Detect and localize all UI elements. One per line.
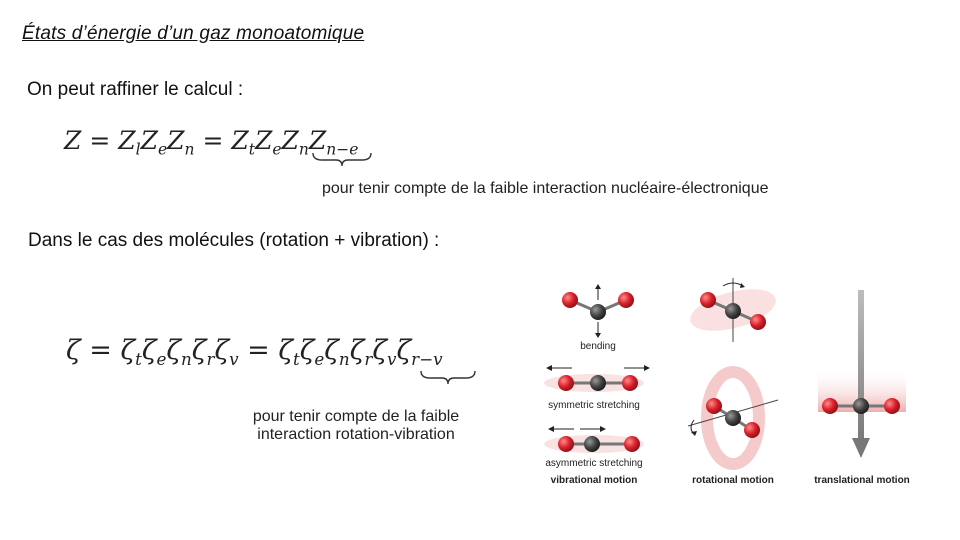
eq2-subscript: r bbox=[206, 348, 215, 369]
oxygen-atom bbox=[618, 292, 634, 308]
caption-translational-motion: translational motion bbox=[814, 475, 910, 486]
eq2-term: ζv bbox=[214, 335, 239, 369]
eq2-term: ζe bbox=[299, 335, 325, 369]
eq1-subscript: n−e bbox=[326, 140, 359, 159]
eq2-subscript: r bbox=[364, 348, 373, 369]
equation-2: ζ = ζtζeζnζrζv = ζtζeζnζrζvζr−v bbox=[66, 335, 443, 369]
eq2-term: ζr−v bbox=[396, 335, 443, 369]
eq1-equals-1: = bbox=[89, 126, 111, 155]
label-symmetric-stretching: symmetric stretching bbox=[548, 400, 640, 411]
eq1-subscript: e bbox=[272, 140, 282, 159]
eq1-term: Zn−e bbox=[308, 126, 359, 159]
equation-1: Z = ZlZeZn = ZtZeZnZn−e bbox=[64, 126, 358, 158]
eq1-symbol: Z bbox=[231, 126, 249, 155]
eq1-middle: ZlZeZn bbox=[118, 126, 195, 159]
translational-molecule bbox=[818, 290, 906, 458]
eq1-term: Zl bbox=[118, 126, 141, 159]
eq2-subscript: n bbox=[181, 348, 192, 369]
eq2-subscript: e bbox=[156, 348, 167, 369]
eq2-subscript: t bbox=[135, 348, 142, 369]
eq1-term: Zn bbox=[167, 126, 195, 159]
eq2-symbol: ζ bbox=[120, 335, 136, 366]
caption-rotational-motion: rotational motion bbox=[692, 475, 774, 486]
eq2-term: ζt bbox=[278, 335, 300, 369]
eq1-term: Ze bbox=[140, 126, 168, 159]
eq1-subscript: t bbox=[248, 140, 255, 159]
eq1-symbol: Z bbox=[140, 126, 158, 155]
eq2-underbrace bbox=[420, 370, 476, 385]
eq1-symbol: Z bbox=[118, 126, 136, 155]
eq1-subscript: e bbox=[157, 140, 168, 159]
eq2-lhs: ζ bbox=[66, 335, 81, 366]
label-asymmetric-stretching: asymmetric stretching bbox=[545, 458, 642, 469]
eq2-equals-1: = bbox=[89, 335, 112, 366]
eq2-symbol: ζ bbox=[191, 335, 207, 366]
eq2-term: ζr bbox=[349, 335, 373, 369]
eq2-subscript: v bbox=[386, 348, 397, 369]
eq1-lhs: Z bbox=[64, 126, 82, 155]
eq2-symbol: ζ bbox=[299, 335, 315, 366]
eq2-subscript: t bbox=[293, 348, 300, 369]
eq2-subscript: r−v bbox=[411, 348, 443, 369]
eq2-right: ζtζeζnζrζv bbox=[278, 335, 397, 369]
eq1-subscript: n bbox=[184, 140, 195, 159]
caption-vibrational-motion: vibrational motion bbox=[551, 475, 638, 486]
eq2-note: pour tenir compte de la faible interacti… bbox=[234, 408, 478, 444]
eq2-symbol: ζ bbox=[141, 335, 157, 366]
molecules-heading: Dans le cas des molécules (rotation + vi… bbox=[28, 230, 440, 251]
eq2-middle: ζtζeζnζrζv bbox=[120, 335, 239, 369]
eq1-term: Zt bbox=[231, 126, 255, 159]
eq1-symbol: Z bbox=[254, 126, 273, 155]
eq2-term: ζr bbox=[191, 335, 215, 369]
eq1-underbrace bbox=[312, 152, 372, 167]
eq1-subscript: l bbox=[135, 140, 141, 159]
eq2-term: ζt bbox=[120, 335, 142, 369]
rotational-molecule-bottom bbox=[687, 366, 779, 470]
eq1-extra-term: Zn−e bbox=[308, 126, 359, 159]
eq1-equals-2: = bbox=[202, 126, 224, 155]
eq2-note-line-2: interaction rotation-vibration bbox=[257, 426, 455, 443]
eq1-subscript: n bbox=[298, 140, 309, 159]
oxygen-atom bbox=[562, 292, 578, 308]
symmetric-molecule bbox=[544, 365, 650, 392]
bending-molecule bbox=[562, 284, 634, 338]
eq2-subscript: n bbox=[338, 348, 350, 369]
carbon-atom bbox=[590, 304, 606, 320]
rotational-molecule-top bbox=[690, 278, 776, 342]
eq1-note: pour tenir compte de la faible interacti… bbox=[322, 180, 769, 197]
slide-title: États d’énergie d’un gaz monoatomique bbox=[22, 23, 365, 44]
eq2-term: ζv bbox=[372, 335, 397, 369]
eq2-symbol: ζ bbox=[214, 335, 230, 366]
eq2-subscript: v bbox=[229, 348, 239, 369]
eq1-term: Zn bbox=[281, 126, 309, 159]
eq2-term: ζn bbox=[166, 335, 192, 369]
eq2-equals-2: = bbox=[247, 335, 270, 366]
eq1-symbol: Z bbox=[167, 126, 185, 155]
intro-text: On peut raffiner le calcul : bbox=[27, 79, 244, 100]
eq2-symbol: ζ bbox=[349, 335, 365, 366]
eq2-subscript: e bbox=[314, 348, 325, 369]
eq2-symbol: ζ bbox=[166, 335, 182, 366]
eq2-symbol: ζ bbox=[278, 335, 293, 366]
eq1-symbol: Z bbox=[281, 126, 299, 155]
eq2-note-line-1: pour tenir compte de la faible bbox=[252, 408, 460, 425]
eq2-term: ζe bbox=[141, 335, 167, 369]
eq2-symbol: ζ bbox=[324, 335, 339, 366]
eq1-term: Ze bbox=[254, 126, 282, 159]
eq2-symbol: ζ bbox=[396, 335, 412, 366]
asymmetric-molecule bbox=[544, 426, 644, 453]
molecular-motion-figure: bending symmetric stretching asymmetric … bbox=[544, 278, 910, 486]
label-bending: bending bbox=[580, 341, 616, 352]
eq2-term: ζn bbox=[324, 335, 350, 369]
eq1-symbol: Z bbox=[308, 126, 327, 155]
eq2-symbol: ζ bbox=[372, 335, 387, 366]
eq2-extra-term: ζr−v bbox=[396, 335, 443, 369]
eq1-right: ZtZeZn bbox=[231, 126, 309, 159]
